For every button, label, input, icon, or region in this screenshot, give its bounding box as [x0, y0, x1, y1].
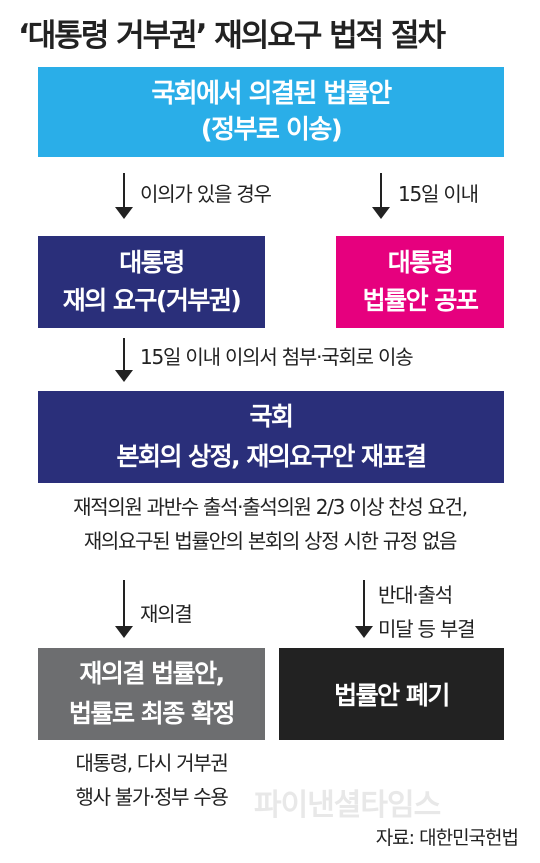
arrow-to-assembly: [115, 338, 133, 382]
note-result-line1: 대통령, 다시 거부권: [75, 751, 229, 775]
box-passed-bill: 국회에서 의결된 법률안 (정부로 이송): [38, 67, 504, 157]
box-assembly-line2: 본회의 상정, 재의요구안 재표결: [116, 442, 427, 471]
note-conditions-line2: 재의요구된 법률안의 본회의 상정 시한 규정 없음: [83, 529, 458, 553]
watermark-logo: 파이낸셜타임스: [254, 788, 441, 823]
box-veto-line1: 대통령: [119, 248, 185, 277]
box-promulgation-line2: 법률안 공포: [362, 286, 479, 315]
note-conditions-line1: 재적의원 과반수 출석·출석의원 2/3 이상 찬성 요건,: [73, 495, 468, 519]
box-veto-line2: 재의 요구(거부권): [62, 286, 242, 315]
label-within-15-days: 15일 이내: [398, 182, 479, 206]
box-confirmed-as-law: 재의결 법률안, 법률로 최종 확정: [38, 648, 265, 740]
arrow-to-discarded: [355, 580, 373, 638]
note-result-line2: 행사 불가·정부 수용: [75, 785, 229, 809]
box-national-assembly-revote: 국회 본회의 상정, 재의요구안 재표결: [38, 391, 504, 483]
label-rejected-line2: 미달 등 부결: [378, 617, 476, 641]
label-if-objection: 이의가 있을 경우: [140, 182, 272, 206]
label-return-to-assembly: 15일 이내 이의서 첨부·국회로 이송: [140, 345, 414, 369]
page-title: ‘대통령 거부권’ 재의요구 법적 절차: [18, 18, 446, 54]
box-bill-promulgation: 대통령 법률안 공포: [336, 236, 504, 328]
arrow-to-confirmed: [115, 580, 133, 638]
box-discarded-label: 법률안 폐기: [334, 681, 450, 710]
label-rejected: 반대·출석 미달 등 부결: [378, 578, 476, 646]
box-confirmed-line1: 재의결 법률안,: [79, 659, 225, 688]
box-passed-bill-line2: (정부로 이송): [200, 115, 343, 145]
box-promulgation-line1: 대통령: [387, 248, 454, 277]
box-presidential-veto: 대통령 재의 요구(거부권): [38, 236, 265, 328]
arrow-to-veto: [115, 173, 133, 219]
label-rejected-line1: 반대·출석: [378, 583, 453, 607]
box-confirmed-line2: 법률로 최종 확정: [69, 699, 235, 728]
source-credit: 자료: 대한민국헌법: [375, 827, 519, 849]
note-revote-conditions: 재적의원 과반수 출석·출석의원 2/3 이상 찬성 요건, 재의요구된 법률안…: [20, 490, 520, 558]
box-passed-bill-line1: 국회에서 의결된 법률안: [151, 79, 392, 109]
label-re-resolution: 재의결: [140, 602, 193, 626]
note-final-result: 대통령, 다시 거부권 행사 불가·정부 수용: [38, 746, 265, 814]
box-bill-discarded: 법률안 폐기: [279, 648, 504, 740]
box-assembly-line1: 국회: [249, 402, 294, 431]
arrow-to-promulgation: [372, 173, 390, 219]
